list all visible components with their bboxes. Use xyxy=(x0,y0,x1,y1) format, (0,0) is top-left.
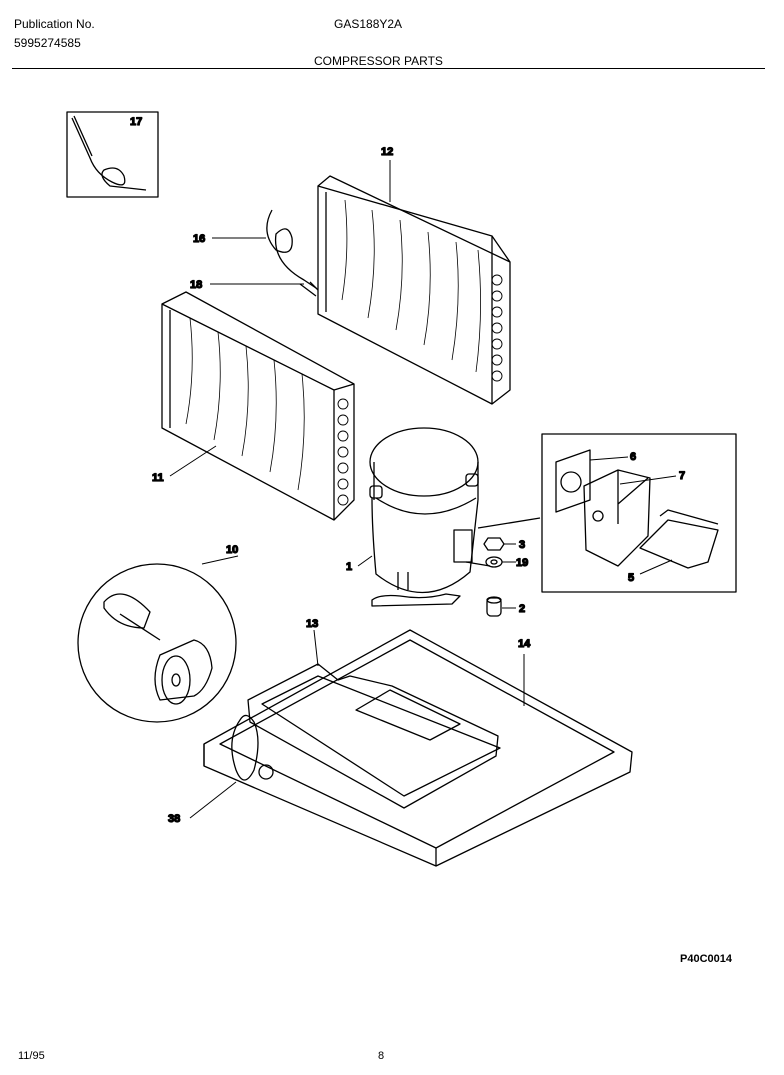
page-number: 8 xyxy=(378,1050,385,1062)
callout-17: 17 xyxy=(130,116,142,128)
callout-2: 2 xyxy=(519,603,525,615)
evaporator-coil xyxy=(161,291,355,521)
base-pan xyxy=(203,629,633,867)
compressor-nut xyxy=(483,537,505,551)
capillary-tube-inset xyxy=(66,111,159,198)
callout-3: 3 xyxy=(519,539,525,551)
callout-1: 1 xyxy=(346,561,352,573)
callout-19: 19 xyxy=(516,557,528,569)
compressor xyxy=(369,427,541,607)
condenser-coil xyxy=(299,175,511,405)
callout-10: 10 xyxy=(226,544,238,556)
callout-13: 13 xyxy=(306,618,318,630)
callout-12: 12 xyxy=(381,146,393,158)
callout-38: 38 xyxy=(168,813,180,825)
publication-label: Publication No. xyxy=(14,17,95,31)
header-rule xyxy=(12,68,765,69)
callout-5: 5 xyxy=(628,572,634,584)
coil-tube xyxy=(266,209,317,289)
callout-16: 16 xyxy=(193,233,205,245)
section-title: COMPRESSOR PARTS xyxy=(314,54,443,68)
callout-6: 6 xyxy=(630,451,636,463)
capacitor-inset xyxy=(77,563,237,723)
compressor-washer xyxy=(485,556,503,568)
callout-18: 18 xyxy=(190,279,202,291)
terminal-cover-inset xyxy=(541,433,737,593)
callout-14: 14 xyxy=(518,638,531,650)
figure-code: P40C0014 xyxy=(680,953,732,965)
publication-number: 5995274585 xyxy=(14,36,81,50)
callout-11: 11 xyxy=(152,472,164,484)
cord-strap xyxy=(231,714,259,781)
callout-7: 7 xyxy=(679,470,685,482)
compressor-grommet xyxy=(486,596,502,617)
model-number: GAS188Y2A xyxy=(334,17,403,31)
footer-date: 11/95 xyxy=(18,1050,45,1062)
drain-pan xyxy=(247,663,501,809)
